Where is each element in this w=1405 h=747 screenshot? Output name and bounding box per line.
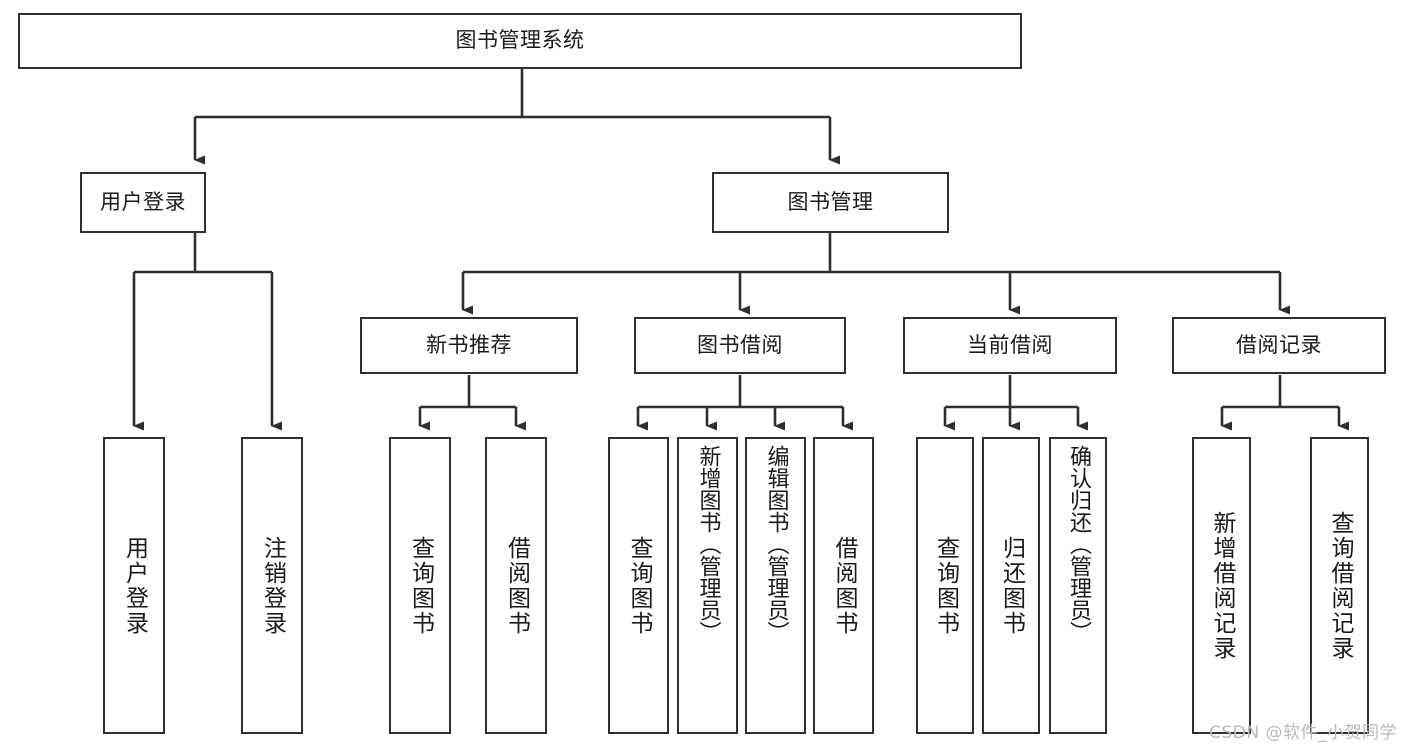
leaf-borrow-book-1-label: 借阅图书 [503, 535, 530, 636]
leaf-confirm-return[interactable]: 确认归还（管理员） [1049, 437, 1107, 734]
leaf-query-book-3[interactable]: 查询图书 [916, 437, 974, 734]
node-book-borrow[interactable]: 图书借阅 [634, 317, 846, 374]
leaf-borrow-book-1[interactable]: 借阅图书 [485, 437, 547, 734]
leaf-return-book-label: 归还图书 [998, 535, 1025, 636]
node-root[interactable]: 图书管理系统 [18, 13, 1022, 69]
node-borrow-record-label: 借阅记录 [1236, 332, 1322, 357]
node-book-manage[interactable]: 图书管理 [712, 172, 949, 233]
leaf-query-book-1[interactable]: 查询图书 [389, 437, 451, 734]
node-book-manage-label: 图书管理 [787, 189, 874, 214]
leaf-query-book-3-label: 查询图书 [932, 535, 959, 636]
leaf-confirm-return-label: 确认归还（管理员） [1066, 445, 1091, 643]
leaf-add-book-label: 新增图书（管理员） [695, 445, 721, 643]
leaf-logout-login[interactable]: 注销登录 [241, 437, 303, 734]
leaf-borrow-book-2[interactable]: 借阅图书 [813, 437, 874, 734]
node-current-borrow[interactable]: 当前借阅 [903, 317, 1117, 374]
node-root-label: 图书管理系统 [455, 28, 585, 53]
leaf-add-record[interactable]: 新增借阅记录 [1192, 437, 1251, 734]
leaf-query-record[interactable]: 查询借阅记录 [1310, 437, 1369, 734]
node-book-borrow-label: 图书借阅 [697, 332, 783, 357]
leaf-user-login-label: 用户登录 [121, 535, 148, 636]
leaf-query-record-label: 查询借阅记录 [1327, 510, 1353, 661]
leaf-borrow-book-2-label: 借阅图书 [831, 535, 857, 636]
leaf-return-book[interactable]: 归还图书 [982, 437, 1040, 734]
leaf-logout-login-label: 注销登录 [259, 535, 286, 636]
node-current-borrow-label: 当前借阅 [967, 332, 1053, 357]
node-new-book-recommend[interactable]: 新书推荐 [360, 317, 578, 374]
leaf-add-book[interactable]: 新增图书（管理员） [677, 437, 738, 734]
leaf-query-book-2[interactable]: 查询图书 [608, 437, 669, 734]
leaf-edit-book-label: 编辑图书（管理员） [763, 445, 789, 643]
leaf-add-record-label: 新增借阅记录 [1209, 510, 1235, 661]
node-user-login[interactable]: 用户登录 [80, 172, 206, 233]
node-borrow-record[interactable]: 借阅记录 [1172, 317, 1386, 374]
node-user-login-label: 用户登录 [100, 189, 186, 214]
node-new-book-recommend-label: 新书推荐 [426, 332, 512, 357]
leaf-user-login[interactable]: 用户登录 [103, 437, 165, 734]
leaf-edit-book[interactable]: 编辑图书（管理员） [745, 437, 806, 734]
leaf-query-book-1-label: 查询图书 [407, 535, 434, 636]
leaf-query-book-2-label: 查询图书 [626, 535, 652, 636]
